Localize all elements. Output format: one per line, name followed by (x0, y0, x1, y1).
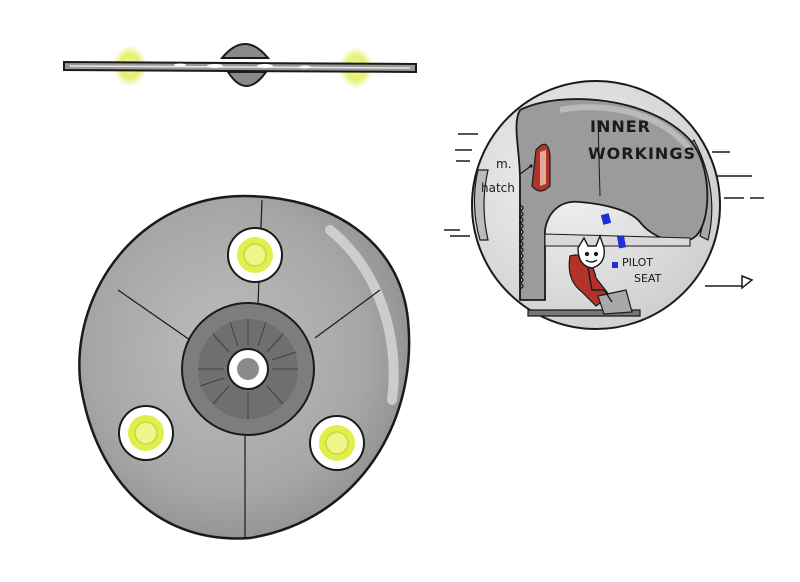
side-dome-top (219, 43, 271, 59)
label-hatch-m: m. (496, 157, 512, 171)
top-light-left (118, 405, 174, 461)
blue-mark-1 (600, 213, 612, 225)
cutaway-sphere: INNER WORKINGS m. hatch PILOT SEAT (444, 80, 764, 330)
label-inner: INNER (590, 117, 651, 136)
label-pilot: PILOT (622, 256, 653, 269)
label-hatch: hatch (481, 181, 515, 195)
blue-mark-3 (612, 262, 618, 268)
top-light-top (227, 227, 283, 283)
sphere-inner-tube (515, 98, 709, 301)
top-light-right (309, 415, 365, 471)
side-dome-bottom (226, 71, 268, 87)
top-view-saucer (78, 194, 411, 540)
blue-mark-2 (617, 235, 626, 249)
pilot-figure (577, 233, 613, 303)
label-workings: WORKINGS (588, 144, 696, 163)
label-seat: SEAT (634, 272, 662, 285)
side-view-saucer (63, 43, 417, 88)
